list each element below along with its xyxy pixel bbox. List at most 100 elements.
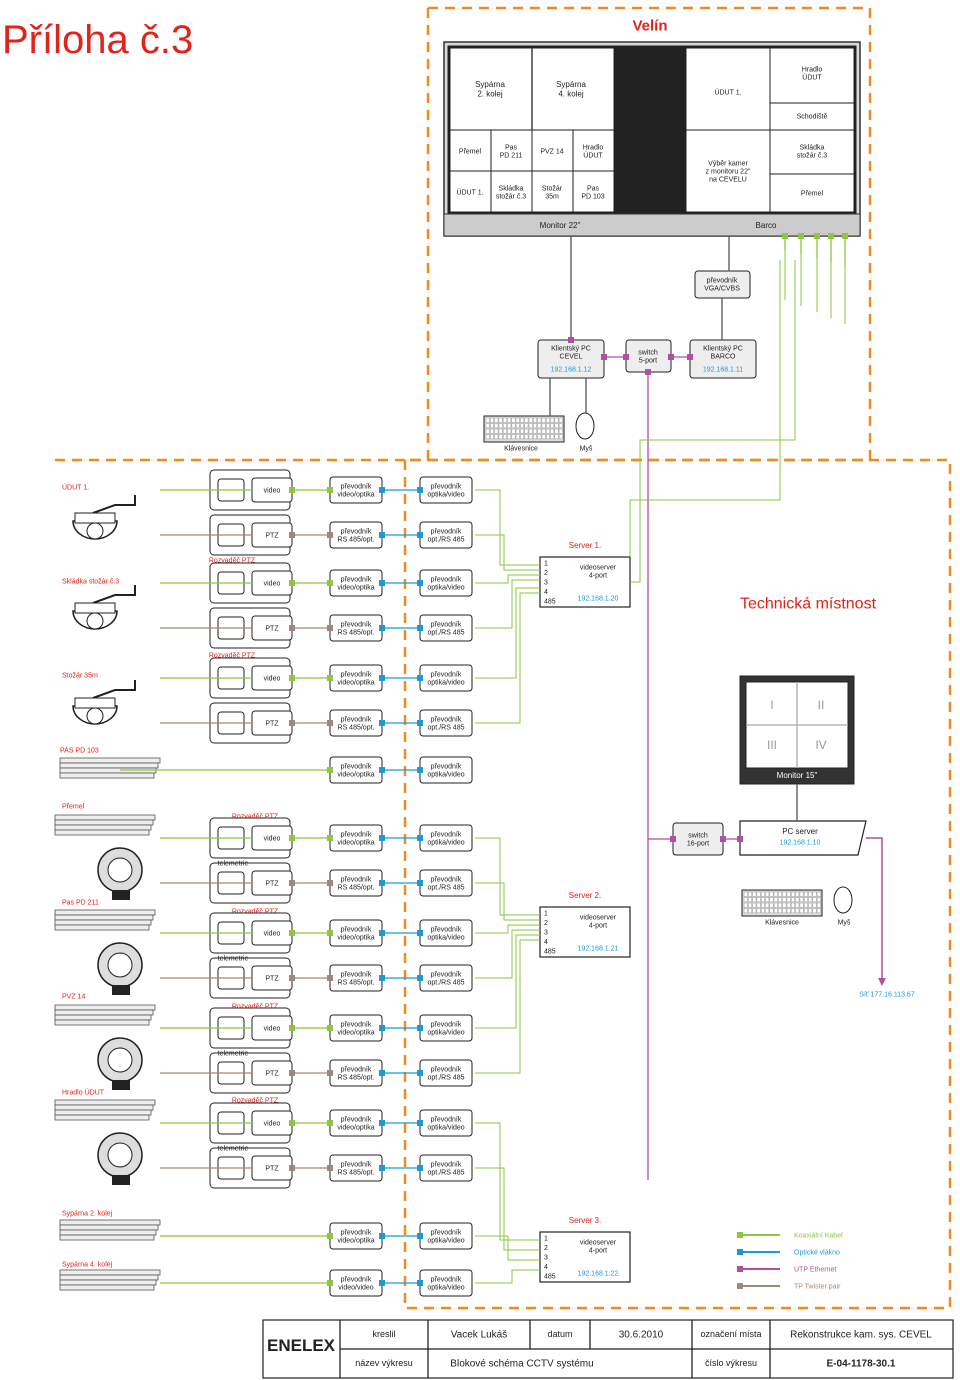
cam-skladka-housing [74, 602, 116, 614]
srv2-feed-2 [475, 924, 540, 934]
cam-stozar-housing [74, 697, 116, 709]
key [528, 423, 533, 429]
tb-kreslil: Vacek Lukáš [451, 1330, 508, 1341]
connector-dot [379, 767, 385, 773]
monitor-22-label: Monitor 22" [540, 221, 581, 230]
connector-dot [379, 1165, 385, 1171]
legend-label-3: TP Twister pair [794, 1283, 841, 1290]
connector-dot [417, 675, 423, 681]
connector-dot [289, 675, 295, 681]
server-2-title: Server 2. [569, 891, 601, 900]
srv1-feed-1 [475, 534, 540, 571]
key2 [769, 908, 774, 914]
server-2-port-3: 4 [544, 939, 548, 946]
connector-dot [379, 625, 385, 631]
srv2-feed-0 [475, 837, 540, 916]
key2 [769, 897, 774, 903]
key2 [778, 891, 783, 897]
m15-q2: II [818, 698, 825, 712]
connector-dot [289, 1070, 295, 1076]
key2 [752, 908, 757, 914]
cam-stozar-lens [86, 707, 104, 725]
key2 [808, 897, 813, 903]
key [533, 434, 537, 440]
udut1-ptz-video-label: PTZ [265, 532, 279, 539]
server-1 [539, 556, 631, 608]
key2 [803, 891, 808, 897]
key2 [769, 902, 774, 908]
connector-dot [379, 1120, 385, 1126]
key [515, 434, 520, 440]
stozar-video-label: video [264, 675, 281, 682]
key2 [808, 891, 813, 897]
mouse-label: Myš [580, 445, 593, 452]
connector-dot [327, 1120, 333, 1126]
cam-syparna4-housing-0 [59, 1269, 161, 1276]
connector-dot [289, 880, 295, 886]
cam-premel-housing-0 [54, 814, 156, 821]
connector-dot [379, 880, 385, 886]
key [520, 417, 525, 423]
key2 [752, 902, 757, 908]
connector-dot [379, 1025, 385, 1031]
key [498, 434, 503, 440]
net-arrow [878, 978, 886, 986]
rozvadec-3: Rozvaděč PTZ [232, 813, 279, 820]
cam-syparna2-housing-0 [59, 1219, 161, 1226]
cam-syparna2-housing-3 [59, 1234, 155, 1241]
connector-dot [417, 767, 423, 773]
key [524, 423, 529, 429]
server-1-ip: 192.168.1.20 [578, 595, 619, 602]
server-2-ip: 192.168.1.21 [578, 945, 619, 952]
technicka-mistnost-label: Technická místnost [740, 596, 877, 613]
legend-dot-3 [737, 1283, 743, 1289]
server-1-title: Server 1. [569, 541, 601, 550]
cam-pvz14-housing-2 [54, 1014, 152, 1021]
connector-dot [327, 835, 333, 841]
barco-udut: ÚDUT 1. [714, 87, 741, 96]
coax-srv1-up-2 [630, 260, 796, 583]
tb-nazev-label: název výkresu [355, 1358, 413, 1368]
cell-r2-text-2: PVZ 14 [540, 148, 563, 155]
legend-dot-1 [737, 1249, 743, 1255]
key2 [816, 902, 821, 908]
key2 [812, 897, 817, 903]
group-udut1: ÚDUT 1. [62, 482, 89, 491]
key [524, 428, 529, 434]
key2 [795, 902, 800, 908]
pas211-video-label: video [264, 930, 281, 937]
srv1-feed-2 [475, 574, 540, 584]
cam-pas211-housing-0 [54, 909, 156, 916]
key2 [808, 908, 813, 914]
connector-dot [289, 580, 295, 586]
skladka-video-label: video [264, 580, 281, 587]
key2 [782, 902, 787, 908]
pvz14-video-label: video [264, 1025, 281, 1032]
cell-r3-3 [572, 170, 615, 213]
key2 [743, 908, 748, 914]
cam-pas211-housing-3 [54, 924, 150, 931]
pc-barco-ip: 192.168.1.11 [703, 366, 743, 373]
key [558, 428, 563, 434]
key [511, 434, 516, 440]
server-3 [539, 1231, 631, 1283]
key [533, 423, 537, 429]
velin-label: Velín [632, 17, 667, 34]
key [537, 428, 542, 434]
key [507, 423, 512, 429]
tb-oznaceni: Rekonstrukce kam. sys. CEVEL [790, 1330, 932, 1341]
server-3-port-0: 1 [544, 1235, 548, 1242]
connector-dot [327, 1025, 333, 1031]
connector-dot [289, 835, 295, 841]
rozvadec-6: Rozvaděč PTZ [232, 1097, 279, 1104]
connector-dot [737, 836, 743, 842]
